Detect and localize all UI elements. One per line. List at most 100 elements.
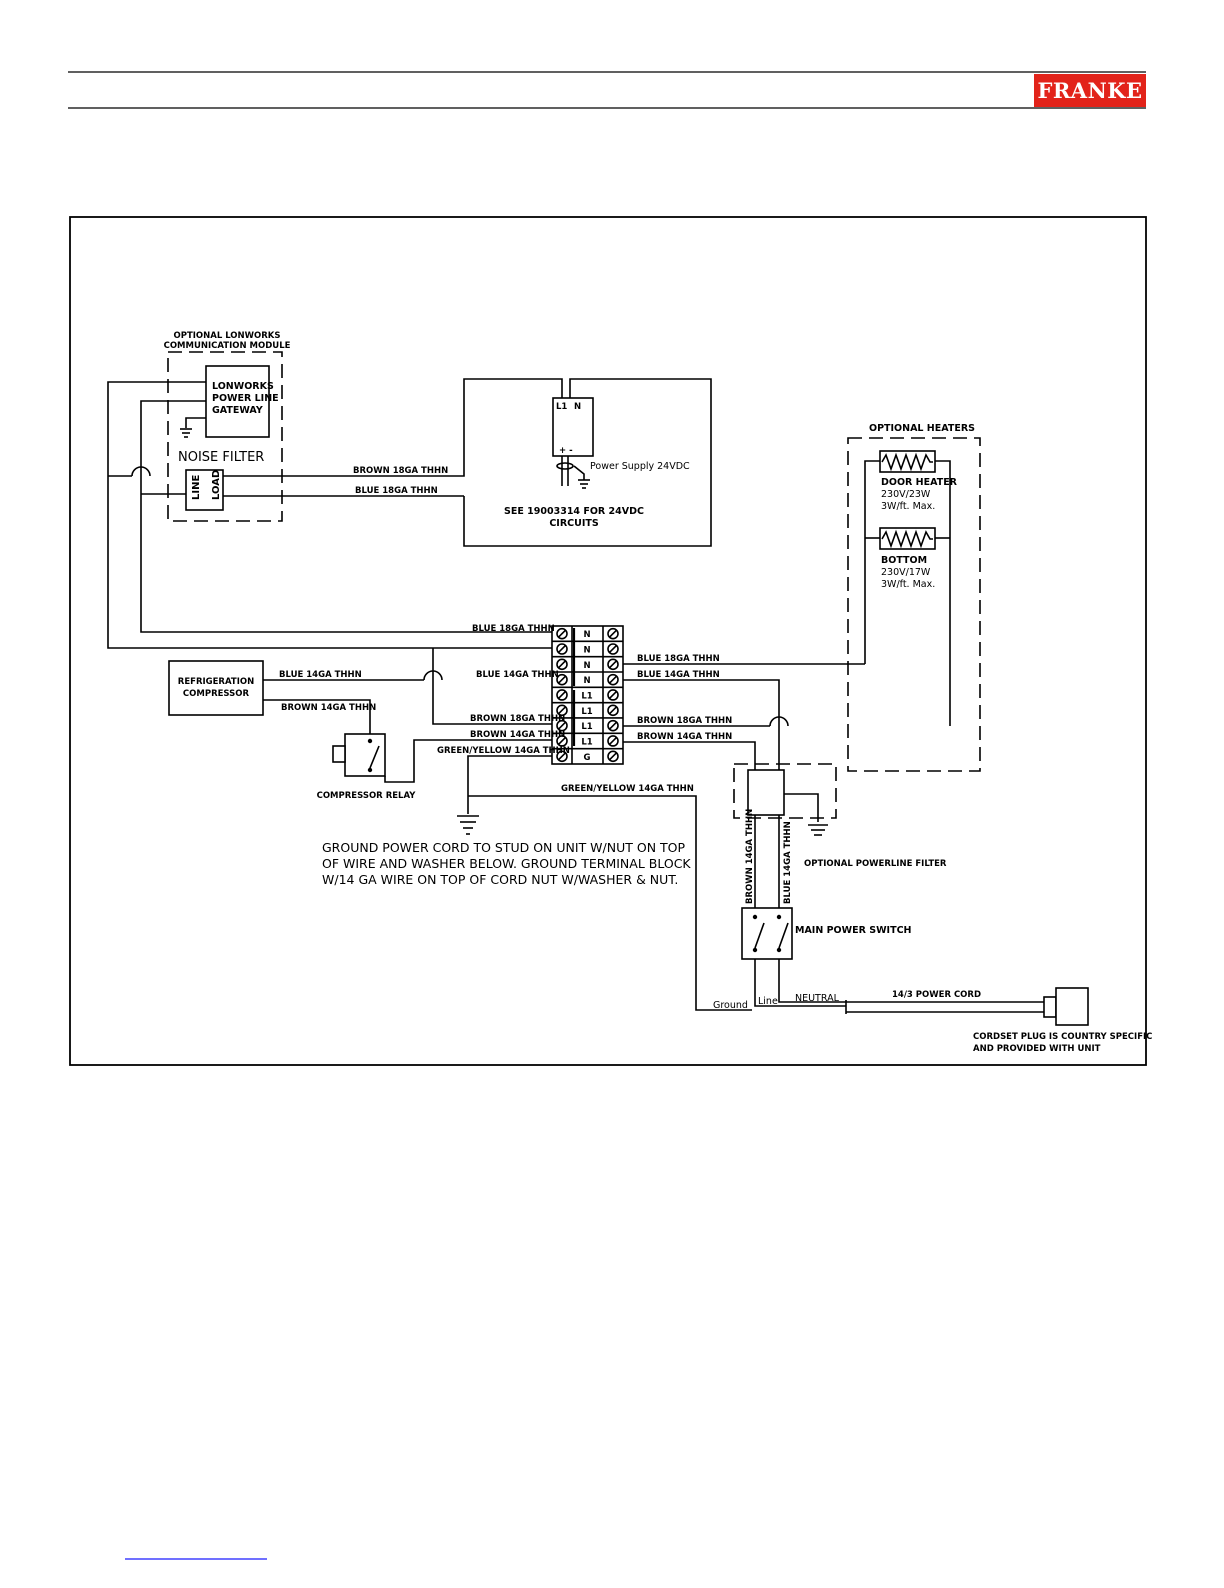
label-blue-14ga-compressor: BLUE 14GA THHN <box>279 670 362 680</box>
noise-filter-label: NOISE FILTER <box>178 450 264 465</box>
wire-blue-14ga-to-filter <box>623 679 780 770</box>
relay-contact-top <box>367 738 373 744</box>
power-cord: 14/3 POWER CORD CORDSET PLUG IS COUNTRY … <box>845 987 1152 1054</box>
noise-filter-line-label: LINE <box>191 475 202 500</box>
label-blue-14ga-vertical: BLUE 14GA THHN <box>783 821 793 904</box>
wire-brown-18ga-to-psu <box>223 378 563 477</box>
terminal-screw-left-icon <box>556 704 568 717</box>
terminal-screw-right-icon <box>607 689 619 701</box>
lonworks-module-dashed-box <box>167 351 283 522</box>
power-supply-label: Power Supply 24VDC <box>590 461 690 472</box>
terminal-screw-slot <box>608 660 618 669</box>
power-supply-block: L1 N + - Power Supply 24VDC SEE 19003314… <box>463 378 712 547</box>
plug-icon <box>1055 987 1089 1026</box>
optional-powerline-filter: OPTIONAL POWERLINE FILTER <box>733 763 947 869</box>
terminal-screw-slot <box>557 690 567 700</box>
psu-polarity-label: + - <box>559 446 573 456</box>
psu-l1-label: L1 <box>556 402 567 412</box>
terminal-screw-slot <box>557 675 567 684</box>
wire-gateway-to-terminal-inner <box>140 400 552 633</box>
wire-brown-14ga-to-filter <box>623 741 756 770</box>
door-heater-max: 3W/ft. Max. <box>881 501 935 512</box>
plug-strain-relief <box>1043 996 1057 1018</box>
terminal-screw-left-icon <box>556 750 568 763</box>
label-brown-18ga-heaters: BROWN 18GA THHN <box>637 716 732 726</box>
switch-contact-1-top <box>752 914 758 920</box>
terminal-label: N <box>583 630 590 640</box>
relay-contact-bottom <box>367 767 373 773</box>
psu-ground-icon <box>578 479 590 489</box>
compressor-relay: COMPRESSOR RELAY <box>317 733 416 801</box>
gateway-label-3: GATEWAY <box>212 405 263 416</box>
gateway-label-1: LONWORKS <box>212 381 274 392</box>
terminal-screw-right-icon <box>607 627 619 640</box>
relay-coil-icon <box>332 745 346 763</box>
noise-filter-load-label: LOAD <box>211 470 222 500</box>
power-supply-unit <box>552 397 594 457</box>
ground-note-line-1: GROUND POWER CORD TO STUD ON UNIT W/NUT … <box>322 840 685 855</box>
label-green-yellow-cord: GREEN/YELLOW 14GA THHN <box>561 784 694 794</box>
gateway-ground-icon <box>180 428 192 438</box>
psu-ferrite-icon <box>556 462 574 470</box>
terminal-screw-left-icon <box>556 627 568 640</box>
see-note-line-2: CIRCUITS <box>549 518 599 529</box>
cordset-note-line-2: AND PROVIDED WITH UNIT <box>973 1044 1101 1054</box>
gateway-ground-wire <box>185 417 206 428</box>
ground-note-line-2: OF WIRE AND WASHER BELOW. GROUND TERMINA… <box>322 856 691 871</box>
wire-green-yellow-ground <box>467 755 552 814</box>
switch-contact-2-bottom <box>776 947 782 953</box>
terminal-screw-slot <box>557 644 567 654</box>
terminal-screw-slot <box>608 644 618 654</box>
label-blue-18ga-heaters: BLUE 18GA THHN <box>637 654 720 664</box>
lonworks-module-title-1: OPTIONAL LONWORKS <box>173 331 280 341</box>
terminal-screw-slot <box>608 736 618 746</box>
label-brown-18ga-terminal: BROWN 18GA THHN <box>470 714 565 724</box>
franke-logo: FRANKE <box>1034 74 1146 107</box>
cordset-note-line-1: CORDSET PLUG IS COUNTRY SPECIFIC <box>973 1032 1152 1042</box>
psu-ground-wire <box>573 465 585 480</box>
heater-right-bus <box>935 460 951 726</box>
terminal-screw-slot <box>608 706 618 715</box>
wire-line-to-cord <box>754 959 846 1007</box>
terminal-screw-right-icon <box>607 704 619 717</box>
label-brown-18ga-psu: BROWN 18GA THHN <box>353 466 448 476</box>
terminal-ground-icon <box>457 815 479 835</box>
label-blue-14ga-terminal: BLUE 14GA THHN <box>476 670 559 680</box>
terminal-label: L1 <box>581 707 592 717</box>
terminal-screw-right-icon <box>607 735 619 747</box>
diagram-frame <box>69 216 1147 1066</box>
label-brown-14ga-compressor: BROWN 14GA THHN <box>281 703 376 713</box>
wire-green-yellow-to-cord <box>468 795 752 1011</box>
switch-arm-2-icon <box>778 922 789 949</box>
heater-left-bus <box>864 460 880 664</box>
line-label: Line <box>758 996 778 1007</box>
label-brown-14ga-vertical: BROWN 14GA THHN <box>745 809 755 904</box>
terminal-screw-right-icon <box>607 673 619 686</box>
terminal-screw-right-icon <box>607 658 619 671</box>
powerline-filter-ground-icon <box>808 824 828 836</box>
wire-gateway-to-terminal-outer <box>107 381 552 649</box>
terminal-screw-right-icon <box>607 750 619 763</box>
label-brown-14ga-filter: BROWN 14GA THHN <box>637 732 732 742</box>
terminal-screw-slot <box>608 629 618 638</box>
switch-contact-1-bottom <box>752 947 758 953</box>
powerline-filter-ground-wire <box>784 793 819 822</box>
wire-brown-14ga-compressor-relay <box>263 699 371 734</box>
terminal-screw-slot <box>608 752 618 761</box>
wire-neutral-to-cord <box>778 959 846 1003</box>
compressor-label-1: REFRIGERATION <box>178 677 254 687</box>
switch-contact-2-top <box>776 914 782 920</box>
terminal-screw-left-icon <box>556 658 568 671</box>
terminal-screw-slot <box>557 706 567 715</box>
compressor-box <box>168 660 264 716</box>
terminal-screw-slot <box>608 690 618 700</box>
ground-label: Ground <box>713 1000 748 1011</box>
terminal-label: N <box>583 676 590 686</box>
bottom-heater-resistor-icon <box>881 529 933 549</box>
door-heater-label: DOOR HEATER <box>881 477 958 488</box>
power-cord-label: 14/3 POWER CORD <box>892 990 981 1000</box>
powerline-filter-label: OPTIONAL POWERLINE FILTER <box>804 859 947 869</box>
noise-filter-box <box>185 469 224 511</box>
